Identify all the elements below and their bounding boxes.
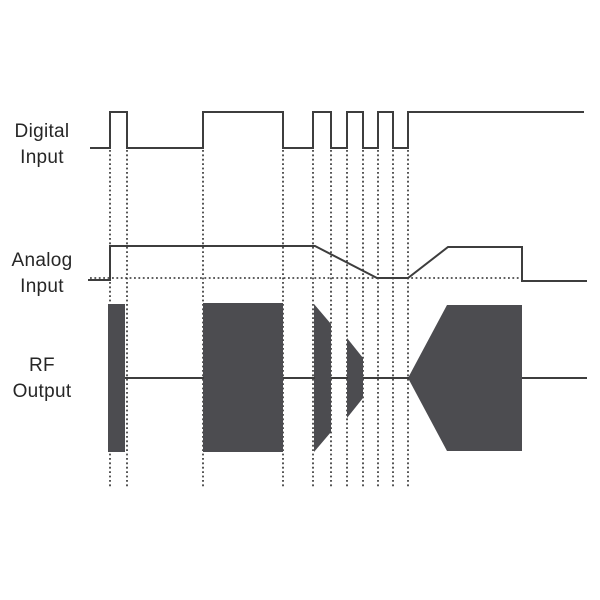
rf-pulse-3: [314, 304, 331, 452]
digital-input-label: Digital Input: [0, 119, 84, 171]
analog-input-label: Analog Input: [0, 248, 84, 300]
analog-input-label-line2: Input: [20, 276, 64, 297]
rf-pulse-1: [108, 304, 125, 452]
digital-input-label-line2: Input: [20, 147, 64, 168]
rf-output-label-line1: RF: [29, 355, 55, 376]
analog-input-waveform: [88, 245, 587, 282]
digital-input-waveform: [90, 111, 584, 149]
rf-output-label: RF Output: [0, 353, 84, 405]
rf-pulse-2: [203, 303, 283, 452]
rf-pulse-4: [347, 338, 363, 418]
rf-pulse-5: [408, 305, 522, 451]
rf-output-label-line2: Output: [12, 381, 72, 402]
digital-input-label-line1: Digital: [14, 121, 70, 142]
analog-input-label-line1: Analog: [11, 250, 73, 271]
